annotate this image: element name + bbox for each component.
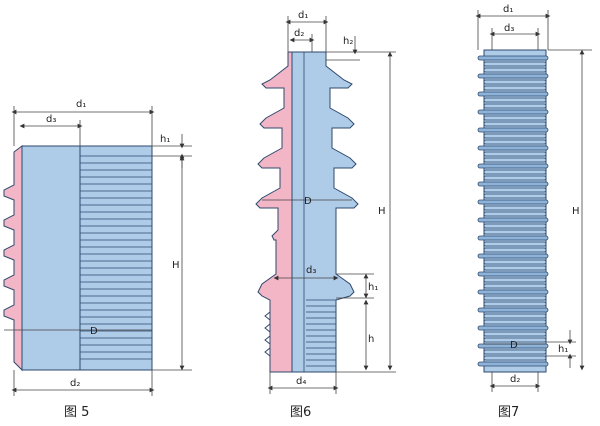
fig6-d3-label: d₃ <box>306 265 316 276</box>
rib-shed <box>483 211 547 217</box>
rib-shed <box>483 319 547 325</box>
rib-shed <box>477 289 549 295</box>
fig6-caption: 图6 <box>290 405 311 420</box>
rib-shed <box>483 205 547 211</box>
fig5-section-body <box>21 145 81 371</box>
rib-shed <box>483 115 547 121</box>
fig6-h1-label: h₁ <box>368 282 378 293</box>
rib-shed <box>483 283 547 289</box>
fig5-H-label: H <box>172 260 180 271</box>
fig5-d2-label: d₂ <box>70 378 80 389</box>
rib-shed <box>477 271 549 277</box>
rib-shed <box>483 247 547 253</box>
rib-shed <box>483 103 547 109</box>
rib-shed <box>483 175 547 181</box>
rib-shed <box>477 127 549 133</box>
rib-shed <box>477 307 549 313</box>
rib-shed <box>483 79 547 85</box>
fig5-h1-label: h₁ <box>160 134 170 145</box>
fig6-h2-label: h₂ <box>343 36 353 47</box>
rib-shed <box>483 355 547 361</box>
rib-shed <box>483 139 547 145</box>
rib-shed <box>483 259 547 265</box>
rib-shed <box>483 241 547 247</box>
rib-shed <box>483 331 547 337</box>
fig6-h-label: h <box>368 334 374 345</box>
rib-shed <box>483 61 547 67</box>
rib-shed <box>477 325 549 331</box>
rib-shed <box>483 223 547 229</box>
fig7-d1-label: d₁ <box>503 4 513 15</box>
figure-6: d₁ d₂ h₂ H D d₃ h₁ h d₄ 图6 <box>255 10 396 420</box>
fig5-ribs <box>80 155 152 360</box>
rib-shed <box>483 151 547 157</box>
fig7-d2-label: d₂ <box>510 374 520 385</box>
rib-shed <box>483 295 547 301</box>
rib-shed <box>477 145 549 151</box>
rib-shed <box>477 361 549 367</box>
rib-shed <box>483 85 547 91</box>
rib-shed <box>483 301 547 307</box>
figure-5: d₁ d₃ h₁ H D d₂ 图 5 <box>3 99 192 420</box>
rib-shed <box>477 55 549 61</box>
fig7-caption: 图7 <box>498 405 519 420</box>
fig7-h1-label: h₁ <box>558 344 568 355</box>
rib-shed <box>483 169 547 175</box>
rib-shed <box>483 121 547 127</box>
rib-shed <box>483 97 547 103</box>
fig5-D-label: D <box>90 326 98 337</box>
fig6-d1-label: d₁ <box>298 10 308 21</box>
fig7-H-label: H <box>572 206 580 217</box>
fig6-ribs <box>306 299 336 367</box>
fig6-D-label: D <box>304 196 312 207</box>
figure-7: d₁ d₃ H D h₁ d₂ 图7 <box>475 4 592 420</box>
rib-shed <box>477 91 549 97</box>
rib-shed <box>483 337 547 343</box>
rib-shed <box>483 349 547 355</box>
rib-shed <box>483 157 547 163</box>
rib-shed <box>477 217 549 223</box>
fig5-d3-label: d₃ <box>46 114 56 125</box>
fig6-pink-ribs <box>264 311 271 357</box>
fig5-d1-label: d₁ <box>76 99 86 110</box>
rib-shed <box>477 199 549 205</box>
rib-shed <box>483 265 547 271</box>
fig5-caption: 图 5 <box>64 405 89 420</box>
rib-shed <box>483 313 547 319</box>
fig7-ribs <box>477 55 549 367</box>
fig6-right-body <box>291 51 359 373</box>
fig5-left-profile <box>3 145 23 372</box>
fig7-d3-label: d₃ <box>504 23 514 34</box>
fig6-left-profile <box>255 51 293 373</box>
rib-shed <box>483 67 547 73</box>
fig6-H-label: H <box>378 206 386 217</box>
rib-shed <box>477 235 549 241</box>
rib-shed <box>483 133 547 139</box>
rib-shed <box>477 73 549 79</box>
rib-shed <box>483 229 547 235</box>
fig5-ribbed-body <box>79 145 153 371</box>
rib-shed <box>477 253 549 259</box>
rib-shed <box>477 181 549 187</box>
fig6-d4-label: d₄ <box>296 376 306 387</box>
rib-shed <box>483 187 547 193</box>
fig7-D-label: D <box>510 340 518 351</box>
rib-shed <box>483 193 547 199</box>
rib-shed <box>477 109 549 115</box>
rib-shed <box>483 277 547 283</box>
fig6-d2-label: d₂ <box>294 28 304 39</box>
rib-shed <box>477 163 549 169</box>
